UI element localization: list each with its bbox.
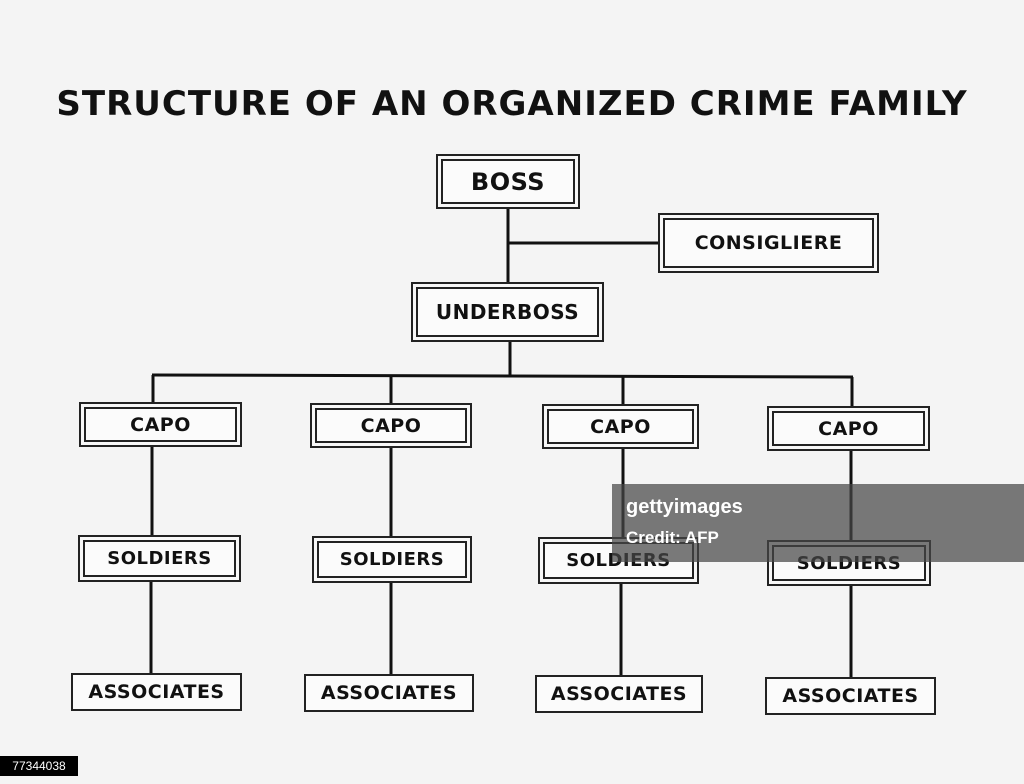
- node-soldiers-label: SOLDIERS: [83, 540, 236, 577]
- chart-title: STRUCTURE OF AN ORGANIZED CRIME FAMILY: [56, 84, 968, 124]
- node-consigliere: CONSIGLIERE: [658, 213, 879, 273]
- node-capo: CAPO: [542, 404, 699, 449]
- edge-capo-bus: [151, 373, 854, 379]
- node-soldiers-label: SOLDIERS: [317, 541, 467, 578]
- node-capo: CAPO: [79, 402, 242, 447]
- node-boss: BOSS: [436, 154, 580, 209]
- node-underboss: UNDERBOSS: [411, 282, 604, 342]
- node-capo-label: CAPO: [547, 409, 694, 444]
- watermark-overlay: gettyimages Credit: AFP: [612, 484, 1024, 562]
- node-capo-label: CAPO: [315, 408, 467, 443]
- node-boss-label: BOSS: [441, 159, 575, 204]
- node-associates: ASSOCIATES: [71, 673, 242, 711]
- watermark-brand: gettyimages: [626, 496, 743, 518]
- node-associates-label: ASSOCIATES: [537, 677, 701, 711]
- node-associates-label: ASSOCIATES: [306, 676, 472, 710]
- node-associates: ASSOCIATES: [304, 674, 474, 712]
- node-associates-label: ASSOCIATES: [73, 675, 240, 709]
- node-capo: CAPO: [767, 406, 930, 451]
- watermark-credit: Credit: AFP: [626, 528, 719, 547]
- image-id-label: 77344038: [0, 756, 78, 776]
- node-associates: ASSOCIATES: [535, 675, 703, 713]
- node-soldiers: SOLDIERS: [78, 535, 241, 582]
- node-capo: CAPO: [310, 403, 472, 448]
- node-consigliere-label: CONSIGLIERE: [663, 218, 874, 268]
- node-associates: ASSOCIATES: [765, 677, 936, 715]
- node-capo-label: CAPO: [772, 411, 925, 446]
- node-underboss-label: UNDERBOSS: [416, 287, 599, 337]
- node-soldiers: SOLDIERS: [312, 536, 472, 583]
- node-capo-label: CAPO: [84, 407, 237, 442]
- node-associates-label: ASSOCIATES: [767, 679, 934, 713]
